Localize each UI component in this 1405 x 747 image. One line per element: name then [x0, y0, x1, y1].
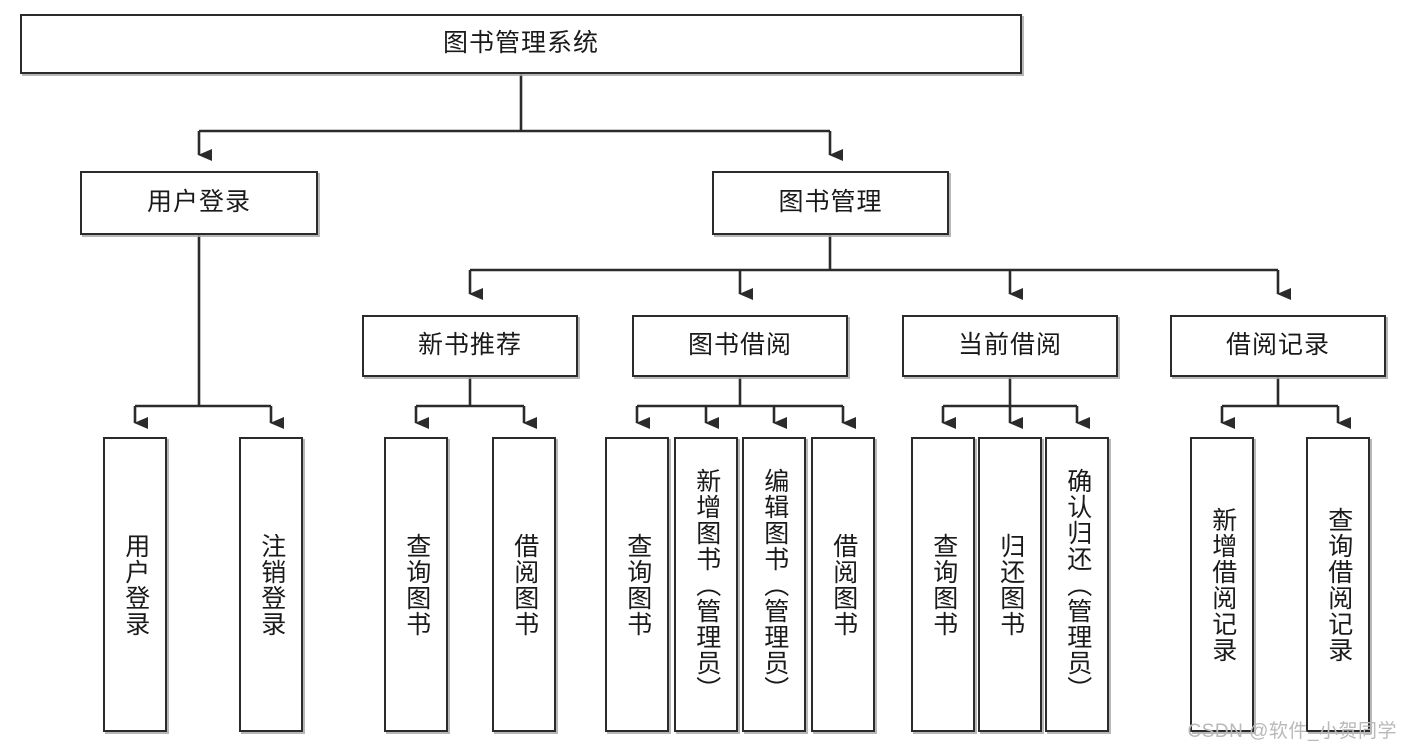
leaf-new-book-borrow[interactable]: 借阅图书 — [492, 437, 556, 732]
leaf-book-borrow-edit[interactable]: 编辑图书（管理员） — [742, 437, 806, 732]
node-label: 图书管理系统 — [442, 29, 599, 58]
leaf-current-borrow-query[interactable]: 查询图书 — [911, 437, 975, 732]
node-label: 用户登录 — [121, 532, 150, 637]
node-label: 查询借阅记录 — [1324, 506, 1353, 663]
node-label: 借阅记录 — [1225, 331, 1330, 360]
leaf-user-login-logout[interactable]: 注销登录 — [239, 437, 303, 732]
watermark-text: CSDN @软件_小贺同学 — [1187, 721, 1397, 742]
node-book-management[interactable]: 图书管理 — [712, 171, 949, 235]
node-label: 借阅图书 — [829, 532, 858, 637]
node-label: 当前借阅 — [957, 331, 1062, 360]
leaf-book-borrow-query[interactable]: 查询图书 — [605, 437, 669, 732]
leaf-current-borrow-confirm-return[interactable]: 确认归还（管理员） — [1045, 437, 1109, 732]
node-label: 借阅图书 — [510, 532, 539, 637]
leaf-book-borrow-add[interactable]: 新增图书（管理员） — [674, 437, 738, 732]
leaf-user-login-login[interactable]: 用户登录 — [103, 437, 167, 732]
leaf-borrow-record-query[interactable]: 查询借阅记录 — [1306, 437, 1370, 732]
node-label: 新书推荐 — [417, 331, 522, 360]
node-root-system[interactable]: 图书管理系统 — [20, 14, 1022, 74]
node-label: 用户登录 — [146, 188, 251, 217]
node-label: 查询图书 — [929, 532, 958, 637]
node-label: 查询图书 — [623, 532, 652, 637]
node-label: 新增图书（管理员） — [692, 467, 721, 702]
node-label: 注销登录 — [257, 532, 286, 637]
node-new-book-recommend[interactable]: 新书推荐 — [362, 315, 578, 377]
node-borrow-record[interactable]: 借阅记录 — [1170, 315, 1386, 377]
node-label: 查询图书 — [402, 532, 431, 637]
node-label: 图书管理 — [778, 188, 883, 217]
leaf-book-borrow-borrow[interactable]: 借阅图书 — [811, 437, 875, 732]
node-label: 编辑图书（管理员） — [760, 467, 789, 702]
node-label: 新增借阅记录 — [1208, 506, 1237, 663]
leaf-new-book-query[interactable]: 查询图书 — [384, 437, 448, 732]
node-label: 归还图书 — [996, 532, 1025, 637]
node-current-borrow[interactable]: 当前借阅 — [902, 315, 1118, 377]
leaf-current-borrow-return[interactable]: 归还图书 — [978, 437, 1042, 732]
leaf-borrow-record-add[interactable]: 新增借阅记录 — [1190, 437, 1254, 732]
node-book-borrow[interactable]: 图书借阅 — [632, 315, 848, 377]
node-label: 确认归还（管理员） — [1063, 467, 1092, 702]
node-label: 图书借阅 — [687, 331, 792, 360]
node-user-login[interactable]: 用户登录 — [80, 171, 318, 235]
